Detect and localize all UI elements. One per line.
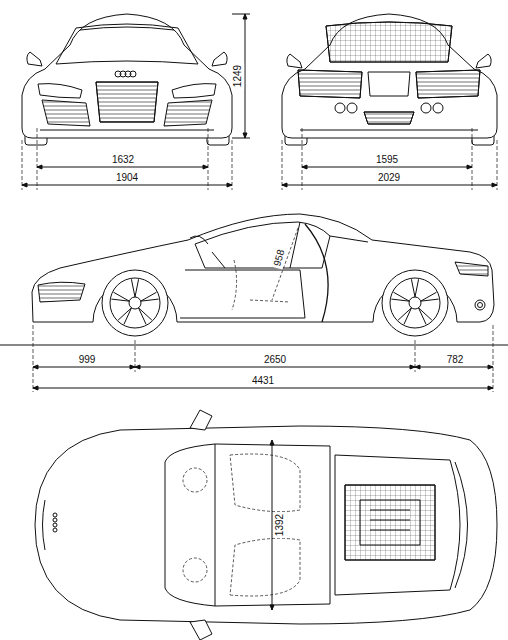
dimension-label: 2029 [376, 172, 402, 184]
wheel-spoke [139, 308, 152, 324]
dimension-label: 1392 [274, 512, 286, 538]
wheel-spoke [419, 308, 432, 324]
dimension-label: 2650 [262, 354, 288, 366]
dimension-label: 4431 [250, 375, 276, 387]
rear-view [282, 14, 497, 190]
wheel-spoke [118, 308, 131, 324]
wheel-spoke [131, 279, 138, 297]
wheel-ring [110, 278, 160, 328]
wheel-spoke [411, 279, 418, 297]
wheel-ring [390, 278, 440, 328]
wheel-ring [129, 297, 141, 309]
dimension-label: 999 [77, 354, 98, 366]
wheel-spoke [141, 292, 159, 301]
wheel-ring [382, 270, 448, 336]
top-view [35, 410, 497, 640]
wheel-spoke [421, 292, 439, 301]
dimension-label: 1904 [114, 172, 140, 184]
dimension-label: 1595 [374, 154, 400, 166]
wheel-spoke [398, 308, 411, 324]
wheel-ring [409, 297, 421, 309]
dimension-label: 1632 [110, 154, 136, 166]
side-view [0, 214, 508, 392]
wheel-spoke [391, 292, 409, 301]
wheel-spoke [111, 292, 129, 301]
wheel-ring [102, 270, 168, 336]
dimension-label: 782 [445, 354, 466, 366]
front-view [22, 14, 250, 190]
dimension-label: 1249 [232, 63, 244, 89]
